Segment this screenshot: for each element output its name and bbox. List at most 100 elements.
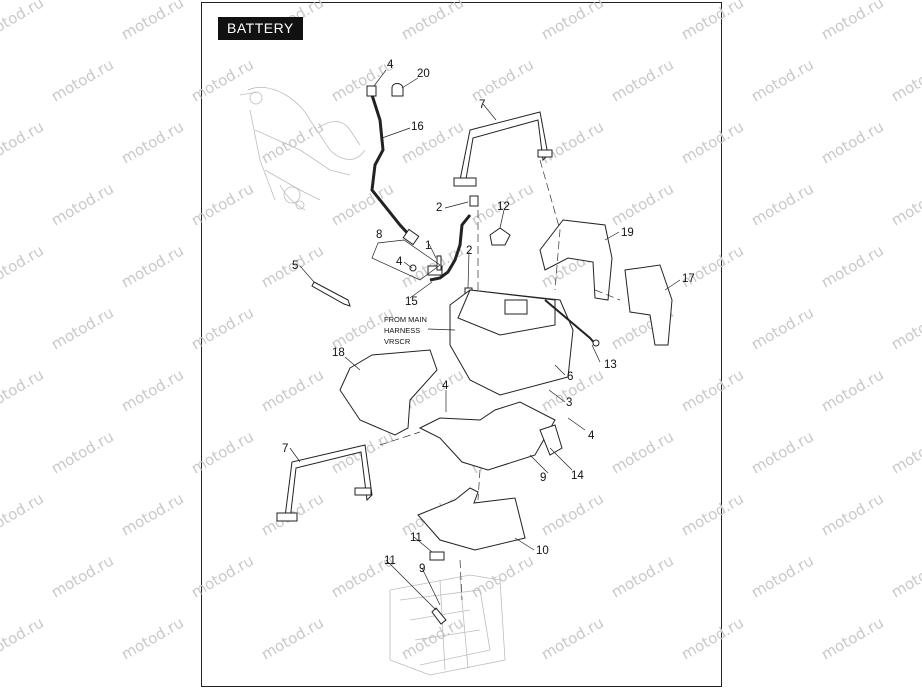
- watermark-text: motod.ru: [258, 613, 327, 663]
- battery-pad-10: [417, 487, 526, 551]
- battery-cover-19: [539, 219, 613, 301]
- callout-14: 14: [571, 470, 584, 482]
- watermark-text: motod.ru: [258, 117, 327, 167]
- watermark-text: motod.ru: [678, 117, 747, 167]
- callout-19: 19: [621, 227, 634, 239]
- watermark-text: motod.ru: [118, 365, 187, 415]
- watermark-text: motod.ru: [328, 179, 397, 229]
- watermark-text: motod.ru: [888, 303, 922, 353]
- terminal-cover-20: [391, 83, 404, 97]
- watermark-text: motod.ru: [678, 489, 747, 539]
- watermark-text: motod.ru: [538, 613, 607, 663]
- watermark-text: motod.ru: [608, 179, 677, 229]
- watermark-text: motod.ru: [48, 551, 117, 601]
- watermark-text: motod.ru: [398, 0, 467, 43]
- watermark-text: motod.ru: [538, 489, 607, 539]
- callout-13: 13: [604, 359, 617, 371]
- battery-strap-lower: [284, 444, 373, 521]
- callout-2: 2: [436, 202, 442, 214]
- callout-4: 4: [442, 380, 449, 392]
- watermark-text: motod.ru: [608, 551, 677, 601]
- callout-15: 15: [405, 296, 418, 308]
- note-line-2: HARNESS: [384, 326, 420, 335]
- battery-strap-upper-end2: [537, 149, 553, 158]
- callout-4: 4: [387, 59, 394, 71]
- watermark-text: motod.ru: [888, 427, 922, 477]
- watermark-text: motod.ru: [818, 117, 887, 167]
- leader-lines: [289, 69, 681, 611]
- page-title: BATTERY: [218, 17, 303, 40]
- callout-12: 12: [497, 201, 510, 213]
- assembly-lines: [379, 159, 621, 601]
- watermark-text: motod.ru: [118, 613, 187, 663]
- callout-3: 3: [566, 397, 572, 409]
- watermark-text: motod.ru: [188, 179, 257, 229]
- harness-note: FROM MAIN HARNESS VRSCR: [384, 315, 427, 346]
- watermark-text: motod.ru: [818, 0, 887, 43]
- watermark-text: motod.ru: [818, 365, 887, 415]
- battery-strap-upper: [459, 111, 549, 187]
- cable-strap-5: [311, 281, 351, 307]
- watermark-text: motod.ru: [48, 179, 117, 229]
- watermark-text: motod.ru: [118, 117, 187, 167]
- watermark-text: motod.ru: [398, 613, 467, 663]
- watermark-text: motod.ru: [0, 241, 47, 291]
- callout-4: 4: [396, 256, 403, 268]
- callout-4: 4: [588, 430, 595, 442]
- watermark-text: motod.ru: [0, 613, 47, 663]
- watermark-text: motod.ru: [818, 489, 887, 539]
- positive-cable: [429, 214, 472, 282]
- watermark-text: motod.ru: [748, 179, 817, 229]
- watermark-text: motod.ru: [188, 55, 257, 105]
- watermark-text: motod.ru: [468, 55, 537, 105]
- clip-12: [489, 227, 511, 246]
- callout-8: 8: [376, 229, 382, 241]
- watermark-text: motod.ru: [0, 0, 47, 43]
- callout-7: 7: [282, 443, 288, 455]
- battery-strap-upper-end: [453, 177, 477, 187]
- watermark-text: motod.ru: [48, 55, 117, 105]
- watermark-text: motod.ru: [678, 0, 747, 43]
- bracket-14: [539, 424, 563, 456]
- callout-11: 11: [410, 532, 422, 544]
- watermark-text: motod.ru: [118, 241, 187, 291]
- callout-1: 1: [425, 240, 431, 252]
- callout-6: 6: [567, 371, 573, 383]
- watermark-text: motod.ru: [748, 551, 817, 601]
- watermark-text: motod.ru: [678, 613, 747, 663]
- callout-2: 2: [466, 245, 472, 257]
- callout-10: 10: [536, 545, 549, 557]
- watermark-text: motod.ru: [678, 365, 747, 415]
- watermark-text: motod.ru: [748, 303, 817, 353]
- watermark-text: motod.ru: [888, 55, 922, 105]
- watermark-text: motod.ru: [0, 117, 47, 167]
- bracket-18: [339, 349, 438, 436]
- bracket-8: [427, 265, 443, 276]
- watermark-text: motod.ru: [538, 0, 607, 43]
- terminal-bolt-upper: [469, 195, 479, 207]
- watermark-text: motod.ru: [748, 55, 817, 105]
- note-line-1: FROM MAIN: [384, 315, 427, 324]
- watermark-text: motod.ru: [0, 489, 47, 539]
- frame-ghost-upper: [239, 86, 366, 211]
- ground-cable: [370, 94, 414, 240]
- watermark-text: motod.ru: [258, 365, 327, 415]
- callout-20: 20: [417, 68, 430, 80]
- watermark-text: motod.ru: [118, 0, 187, 43]
- watermark-text: motod.ru: [0, 365, 47, 415]
- callout-18: 18: [332, 347, 345, 359]
- watermark-text: motod.ru: [818, 241, 887, 291]
- callout-5: 5: [292, 260, 298, 272]
- watermark-text: motod.ru: [608, 427, 677, 477]
- note-line-3: VRSCR: [384, 337, 411, 346]
- watermark-text: motod.ru: [608, 55, 677, 105]
- watermark-text: motod.ru: [118, 489, 187, 539]
- watermark-text: motod.ru: [188, 303, 257, 353]
- callouts: 4 20 16 7 2 12 19 8 1 2 5 4 17 15 13 18 …: [282, 59, 695, 575]
- watermark-text: motod.ru: [48, 427, 117, 477]
- bracket-17: [624, 264, 673, 346]
- callout-16: 16: [411, 121, 424, 133]
- callout-9: 9: [540, 472, 546, 484]
- fuse-holder-11: [429, 551, 445, 561]
